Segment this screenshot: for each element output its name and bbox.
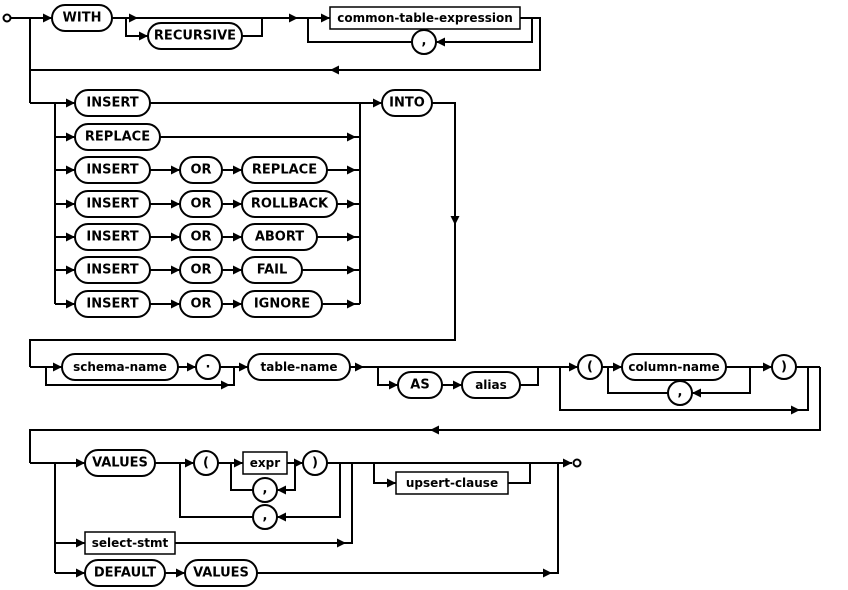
svg-text:schema-name: schema-name xyxy=(73,360,167,374)
node-replace-1: REPLACE xyxy=(74,123,161,151)
svg-text:OR: OR xyxy=(190,197,211,212)
svg-text:DEFAULT: DEFAULT xyxy=(94,566,156,581)
svg-text:INTO: INTO xyxy=(389,96,425,111)
node-rparen-values: ) xyxy=(302,450,328,476)
node-abort: ABORT xyxy=(241,223,318,251)
svg-text:FAIL: FAIL xyxy=(257,263,288,278)
node-into: INTO xyxy=(381,89,433,117)
node-as: AS xyxy=(397,371,443,399)
node-common-table-expression[interactable]: common-table-expression xyxy=(329,6,521,30)
node-rollback: ROLLBACK xyxy=(241,190,338,218)
node-insert-6: INSERT xyxy=(74,290,151,318)
svg-text:expr: expr xyxy=(250,456,280,470)
svg-text:upsert-clause: upsert-clause xyxy=(406,476,498,490)
svg-text:REPLACE: REPLACE xyxy=(85,130,150,145)
svg-text:INSERT: INSERT xyxy=(86,96,138,111)
node-schema-name: schema-name xyxy=(61,353,179,381)
node-or-4: OR xyxy=(179,256,223,284)
svg-text:IGNORE: IGNORE xyxy=(254,297,310,312)
svg-text:REPLACE: REPLACE xyxy=(252,163,317,178)
svg-text:VALUES: VALUES xyxy=(193,566,249,581)
node-insert-5: INSERT xyxy=(74,256,151,284)
node-comma-tuple-loop: , xyxy=(252,504,278,530)
node-values-2: VALUES xyxy=(184,559,258,587)
svg-text:OR: OR xyxy=(190,163,211,178)
node-insert-2: INSERT xyxy=(74,156,151,184)
node-select-stmt[interactable]: select-stmt xyxy=(84,531,176,555)
node-or-3: OR xyxy=(179,223,223,251)
node-fail: FAIL xyxy=(241,256,303,284)
node-alias: alias xyxy=(461,371,521,399)
svg-text:column-name: column-name xyxy=(628,360,719,374)
svg-text:alias: alias xyxy=(475,378,507,392)
end-terminal-icon xyxy=(572,458,582,468)
svg-text:): ) xyxy=(312,456,318,471)
svg-text:.: . xyxy=(206,357,211,372)
svg-text:INSERT: INSERT xyxy=(86,230,138,245)
start-terminal-icon xyxy=(2,13,12,23)
node-values-1: VALUES xyxy=(84,449,156,477)
svg-text:(: ( xyxy=(203,456,209,471)
node-with: WITH xyxy=(51,4,113,32)
node-default: DEFAULT xyxy=(84,559,166,587)
svg-text:OR: OR xyxy=(190,297,211,312)
node-insert-1: INSERT xyxy=(74,89,151,117)
node-comma-expr-loop: , xyxy=(252,477,278,503)
node-upsert-clause[interactable]: upsert-clause xyxy=(395,471,509,495)
node-dot: . xyxy=(195,354,221,380)
svg-text:AS: AS xyxy=(410,378,429,393)
node-expr[interactable]: expr xyxy=(242,451,288,475)
node-insert-3: INSERT xyxy=(74,190,151,218)
node-or-1: OR xyxy=(179,156,223,184)
svg-text:VALUES: VALUES xyxy=(92,456,148,471)
svg-text:INSERT: INSERT xyxy=(86,297,138,312)
node-column-name: column-name xyxy=(621,353,727,381)
node-comma-column-loop: , xyxy=(667,380,693,406)
node-comma-cte-loop: , xyxy=(411,29,437,55)
node-or-2: OR xyxy=(179,190,223,218)
svg-text:,: , xyxy=(263,482,268,497)
svg-text:,: , xyxy=(263,509,268,524)
svg-text:INSERT: INSERT xyxy=(86,163,138,178)
node-replace-2: REPLACE xyxy=(241,156,328,184)
node-table-name: table-name xyxy=(247,353,351,381)
node-or-5: OR xyxy=(179,290,223,318)
svg-text:ROLLBACK: ROLLBACK xyxy=(251,197,329,212)
node-rparen-columns: ) xyxy=(771,354,797,380)
svg-text:OR: OR xyxy=(190,230,211,245)
node-ignore: IGNORE xyxy=(241,290,323,318)
svg-text:,: , xyxy=(422,34,427,49)
svg-text:table-name: table-name xyxy=(261,360,338,374)
svg-text:(: ( xyxy=(587,360,593,375)
node-lparen-columns: ( xyxy=(577,354,603,380)
svg-text:select-stmt: select-stmt xyxy=(92,536,169,550)
svg-text:RECURSIVE: RECURSIVE xyxy=(154,29,236,44)
svg-text:,: , xyxy=(678,385,683,400)
svg-text:INSERT: INSERT xyxy=(86,263,138,278)
svg-text:INSERT: INSERT xyxy=(86,197,138,212)
svg-text:OR: OR xyxy=(190,263,211,278)
svg-text:ABORT: ABORT xyxy=(255,230,304,245)
node-recursive: RECURSIVE xyxy=(147,22,243,50)
svg-text:): ) xyxy=(781,360,787,375)
node-lparen-values: ( xyxy=(193,450,219,476)
svg-text:common-table-expression: common-table-expression xyxy=(337,11,513,25)
svg-text:WITH: WITH xyxy=(63,11,102,26)
node-insert-4: INSERT xyxy=(74,223,151,251)
